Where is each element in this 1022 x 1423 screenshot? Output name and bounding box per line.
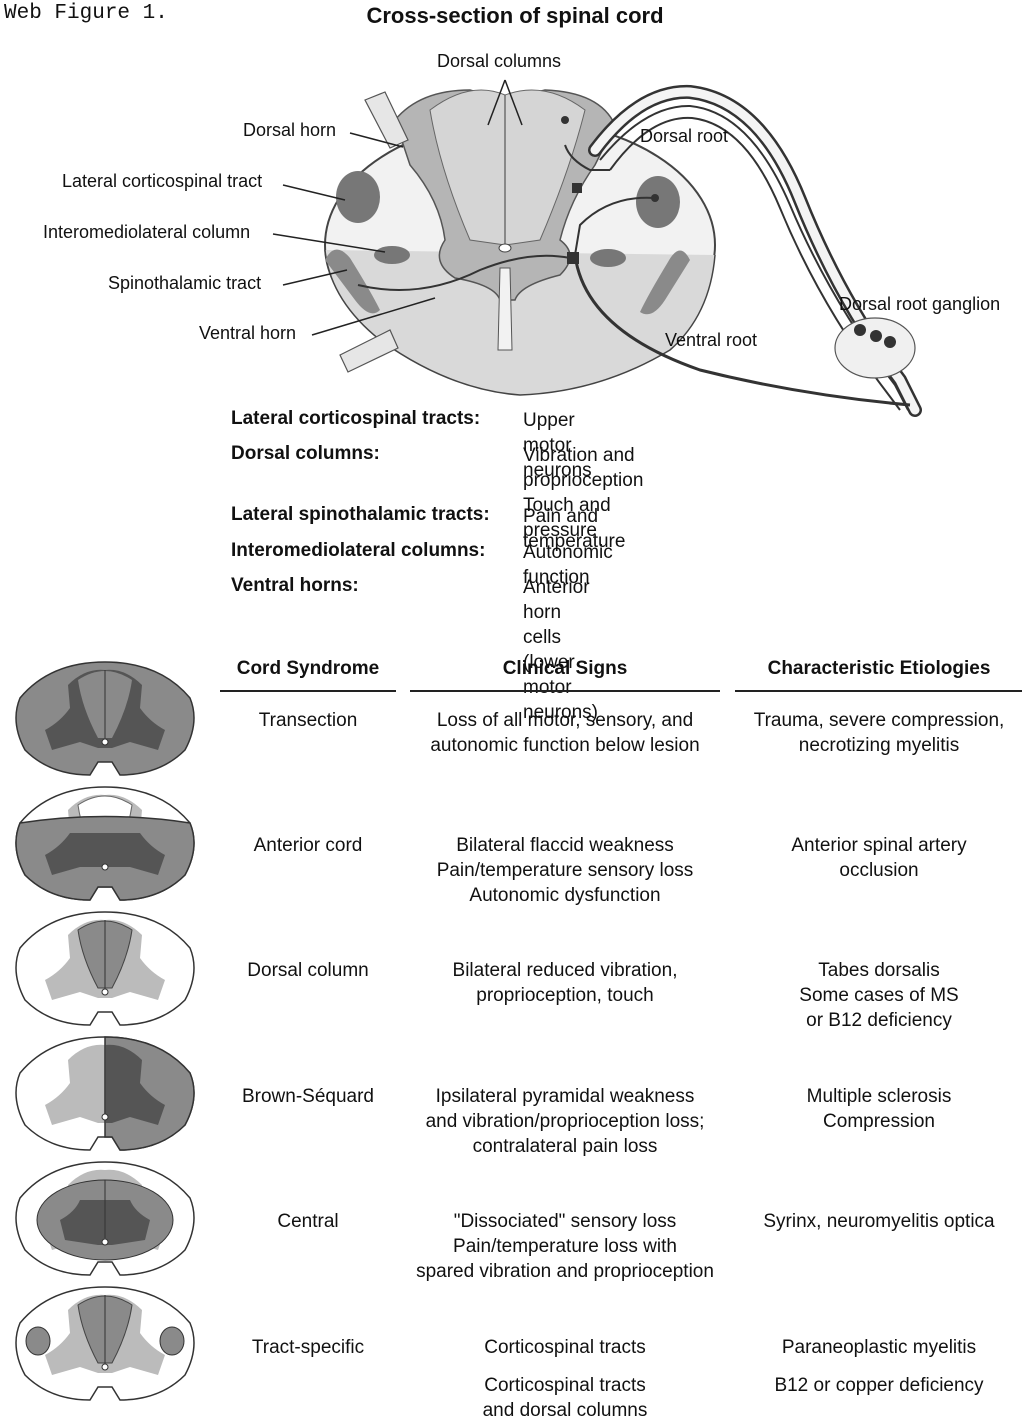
cell-signs: Ipsilateral pyramidal weakness and vibra… bbox=[400, 1084, 730, 1159]
legend-key: Dorsal columns: bbox=[231, 443, 380, 465]
header-clinical-signs: Clinical Signs bbox=[410, 658, 720, 680]
cell-signs: Corticospinal tracts and dorsal columns bbox=[400, 1373, 730, 1423]
legend-key: Lateral spinothalamic tracts: bbox=[231, 504, 490, 526]
label-ventral-horn: Ventral horn bbox=[199, 323, 296, 344]
cell-etiology: Paraneoplastic myelitis bbox=[735, 1335, 1022, 1360]
cell-signs: Bilateral reduced vibration, propriocept… bbox=[400, 958, 730, 1008]
cell-syndrome: Brown-Séquard bbox=[220, 1084, 396, 1109]
icon-tract-specific bbox=[16, 1287, 194, 1400]
label-dorsal-horn: Dorsal horn bbox=[243, 120, 336, 141]
cell-etiology: Trauma, severe compression, necrotizing … bbox=[735, 708, 1022, 758]
label-interomediolateral-column: Interomediolateral column bbox=[43, 222, 250, 243]
header-rule bbox=[410, 690, 720, 692]
cell-etiology: Multiple sclerosis Compression bbox=[735, 1084, 1022, 1134]
cell-syndrome: Tract-specific bbox=[220, 1335, 396, 1360]
right-corticospinal-tract bbox=[636, 176, 680, 228]
icon-transection bbox=[16, 662, 194, 775]
cell-etiology: Syrinx, neuromyelitis optica bbox=[735, 1209, 1022, 1234]
left-iml-column bbox=[374, 246, 410, 264]
cell-syndrome: Transection bbox=[220, 708, 396, 733]
icon-dorsal-column bbox=[16, 912, 194, 1025]
legend-key: Lateral corticospinal tracts: bbox=[231, 408, 480, 430]
legend-key: Ventral horns: bbox=[231, 575, 359, 597]
header-cord-syndrome: Cord Syndrome bbox=[220, 658, 396, 680]
cell-syndrome: Dorsal column bbox=[220, 958, 396, 983]
cell-etiology: Anterior spinal artery occlusion bbox=[735, 833, 1022, 883]
dorsal-root-ganglion-shape bbox=[835, 318, 915, 378]
icon-brown-sequard bbox=[16, 1037, 194, 1150]
header-rule bbox=[220, 690, 396, 692]
label-ventral-root: Ventral root bbox=[665, 330, 757, 351]
header-rule bbox=[735, 690, 1022, 692]
legend-key: Interomediolateral columns: bbox=[231, 540, 485, 562]
cell-etiology: Tabes dorsalis Some cases of MS or B12 d… bbox=[735, 958, 1022, 1033]
label-dorsal-root-ganglion: Dorsal root ganglion bbox=[839, 294, 1000, 315]
syndrome-icons bbox=[0, 650, 210, 1418]
cell-signs: Loss of all motor, sensory, and autonomi… bbox=[400, 708, 730, 758]
header-characteristic-etiologies: Characteristic Etiologies bbox=[735, 658, 1022, 680]
cell-signs: "Dissociated" sensory loss Pain/temperat… bbox=[400, 1209, 730, 1284]
icon-anterior-cord bbox=[16, 787, 194, 900]
cell-signs: Corticospinal tracts bbox=[400, 1335, 730, 1360]
cell-signs: Bilateral flaccid weakness Pain/temperat… bbox=[400, 833, 730, 908]
cell-etiology: B12 or copper deficiency bbox=[735, 1373, 1022, 1398]
right-iml-column bbox=[590, 249, 626, 267]
left-corticospinal-tract bbox=[336, 171, 380, 223]
label-lateral-corticospinal-tract: Lateral corticospinal tract bbox=[62, 171, 262, 192]
label-dorsal-root: Dorsal root bbox=[640, 126, 728, 147]
cell-syndrome: Central bbox=[220, 1209, 396, 1234]
icon-central bbox=[16, 1162, 194, 1275]
label-dorsal-columns: Dorsal columns bbox=[437, 51, 561, 72]
legend-value: Anterior horn cells (lower motor neurons… bbox=[523, 575, 598, 725]
cell-syndrome: Anterior cord bbox=[220, 833, 396, 858]
label-spinothalamic-tract: Spinothalamic tract bbox=[108, 273, 261, 294]
